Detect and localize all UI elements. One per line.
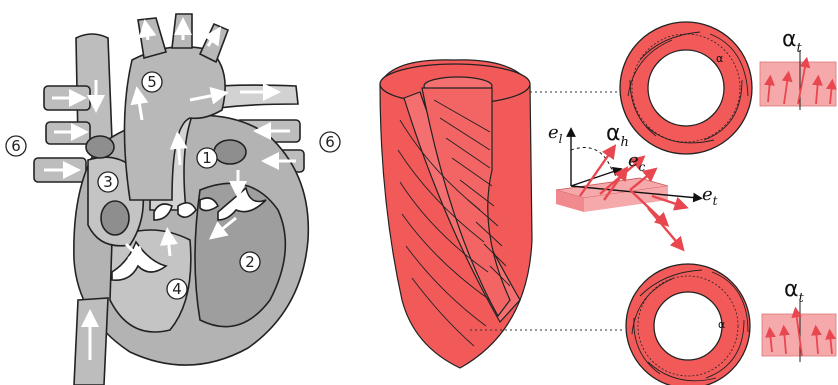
flow-arrow	[146, 28, 148, 40]
label-5: 5	[142, 72, 162, 92]
flow-arrow	[168, 236, 170, 256]
vena-oval	[86, 136, 114, 158]
label-6-right: 6	[320, 132, 340, 152]
svg-text:5: 5	[147, 73, 157, 91]
heart-diagram	[34, 14, 308, 385]
svg-text:3: 3	[103, 173, 113, 191]
label-2: 2	[240, 252, 260, 272]
bottom-alpha-t-label: αt	[784, 277, 805, 306]
myocardium-cutaway	[380, 60, 532, 368]
label-1: 1	[197, 148, 217, 168]
svg-text:6: 6	[11, 137, 21, 155]
bottom-ring-inset: α αt	[626, 264, 836, 385]
svg-text:4: 4	[172, 280, 182, 298]
top-ring-inset: α αt	[620, 22, 836, 154]
e-c-label: ec	[628, 150, 646, 174]
fiber-arrow	[648, 208, 680, 246]
svg-text:1: 1	[202, 149, 212, 167]
e-t-label: et	[702, 184, 718, 208]
svg-text:2: 2	[245, 253, 255, 271]
right-atrium-oval	[101, 201, 129, 235]
flow-arrow	[178, 140, 180, 165]
bottom-alpha-small-label: α	[718, 318, 725, 331]
aortic-branch-1	[138, 18, 166, 58]
left-atrium-oval	[214, 140, 246, 164]
e-l-label: el	[548, 122, 563, 146]
label-3: 3	[98, 172, 118, 192]
alpha-h-label: αh	[606, 121, 629, 150]
top-alpha-t-label: αt	[782, 27, 803, 56]
label-4: 4	[167, 279, 187, 299]
aortic-branch-3	[200, 24, 228, 62]
label-6-left: 6	[6, 136, 26, 156]
svg-text:6: 6	[325, 133, 335, 151]
top-alpha-small-label: α	[716, 52, 723, 65]
